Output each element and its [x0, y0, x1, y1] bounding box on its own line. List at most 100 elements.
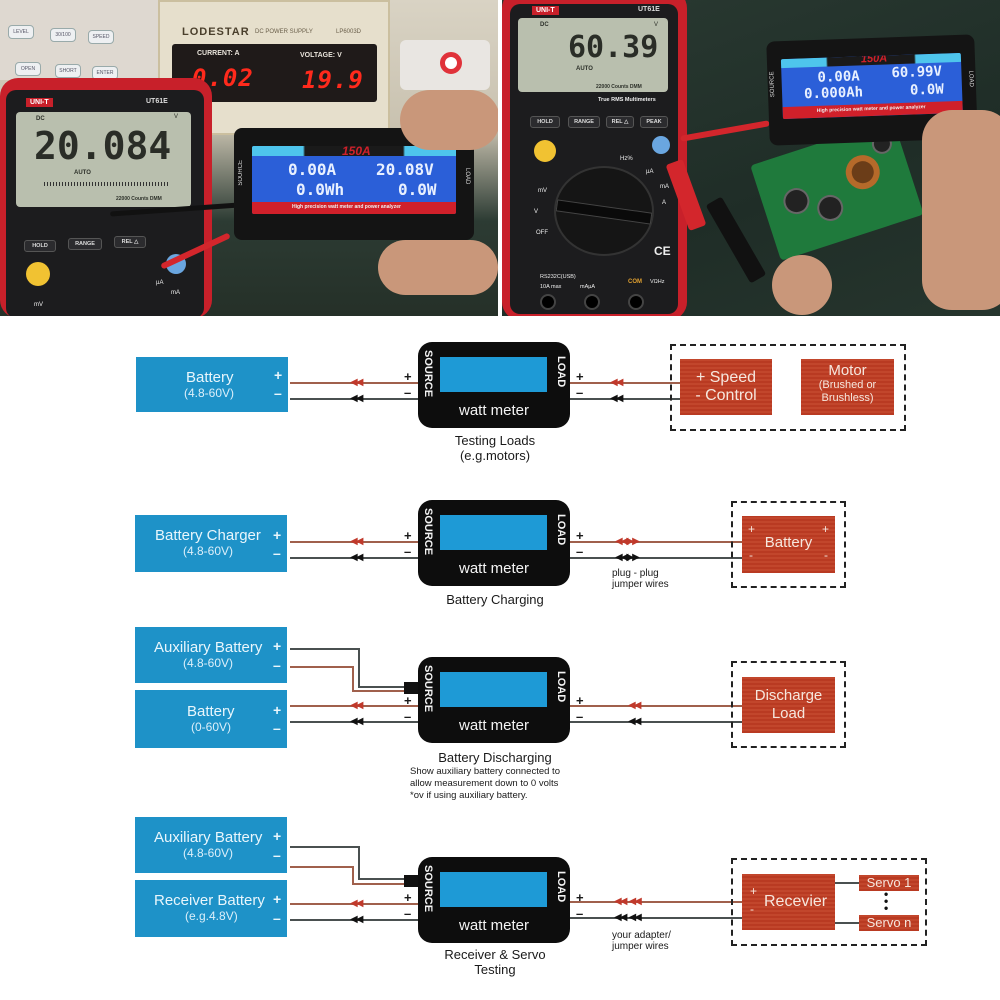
arrow-positive-icon: ◀◀: [350, 700, 363, 711]
wire-negative: [570, 917, 742, 919]
load-side-label: LOAD: [555, 871, 567, 903]
psu-voltage-value: 19.9: [302, 66, 364, 94]
aux-plug: [404, 875, 418, 887]
jack-10a: [540, 294, 556, 310]
caption-line: Battery Discharging: [438, 750, 552, 765]
source-title: Battery: [186, 369, 234, 386]
speed-control-line2: - Control: [695, 387, 757, 404]
arrow-positive-icon: ◀◀: [350, 536, 363, 547]
blue-button: [652, 136, 670, 154]
source-voltage: (e.g.4.8V): [185, 909, 238, 923]
arrow-positive-icon: ◀◀: [350, 898, 363, 909]
load-side-label: LOAD: [555, 671, 567, 703]
peak-button: PEAK: [640, 116, 668, 128]
plus-terminal: +: [274, 367, 283, 383]
plus-terminal: +: [273, 638, 282, 654]
counts-label: 22000 Counts DMM: [596, 84, 642, 90]
hand: [922, 110, 1000, 310]
arrow-negative-icon: ◀◀▶▶: [615, 552, 640, 563]
arrow-positive-icon: ◀◀: [350, 377, 363, 388]
source-voltage: (4.8-60V): [183, 846, 234, 860]
wire-negative: [570, 721, 742, 723]
receiver-title: Recevier: [764, 893, 828, 910]
minus-terminal: –: [273, 910, 281, 926]
jack-ma: [584, 294, 600, 310]
servo-1-box: Servo 1: [859, 875, 919, 891]
dial-label-v: V: [534, 209, 539, 215]
servo-n-wire: [835, 922, 859, 924]
range-label: AUTO: [576, 66, 593, 72]
psu-display: CURRENT: A VOLTAGE: V 0.02 19.9: [172, 44, 377, 102]
wire-positive: [290, 903, 418, 905]
note-line: *ov if using auxiliary battery.: [410, 790, 528, 801]
arrow-positive-icon: ◀◀ ◀◀: [614, 896, 642, 907]
meter-label: watt meter: [458, 560, 530, 577]
aux-plug: [404, 682, 418, 694]
meter-source-plus: +: [404, 369, 412, 384]
watt-meter-lcd: 150A 0.00A 60.99V 0.000Ah 0.0W High prec…: [780, 52, 963, 120]
section-caption: Receiver & Servo Testing: [420, 947, 570, 977]
bargraph: [44, 182, 169, 186]
arrow-negative-icon: ◀◀: [350, 393, 363, 404]
multimeter-lcd: DC V 60.39 AUTO 22000 Counts DMM: [518, 18, 668, 92]
hold-button: HOLD: [530, 116, 560, 128]
motor-box: Motor (Brushed or Brushless): [801, 359, 894, 415]
plus-terminal: +: [273, 828, 282, 844]
arrow-positive-icon: ◀◀: [628, 700, 641, 711]
aux-wire-positive-end: [358, 686, 404, 688]
arrow-positive-icon: ◀◀: [610, 377, 623, 388]
source-side-label: SOURCE: [422, 665, 434, 713]
psu-model: LP6003D: [336, 29, 362, 35]
red-wire: [680, 120, 770, 142]
wire-negative: [570, 557, 742, 559]
capacitor: [813, 191, 847, 225]
source-side-label: SOURCE: [422, 508, 434, 556]
watt-meter-symbol: SOURCE LOAD watt meter: [418, 500, 570, 586]
source-battery-box: Battery (0-60V) + –: [135, 690, 287, 748]
battery-minus-left: -: [749, 548, 753, 562]
multimeter-reading: 60.39: [568, 30, 659, 65]
rel-button: REL △: [606, 116, 634, 128]
arrow-positive-icon: ◀◀▶▶: [615, 536, 640, 547]
load-side-label: LOAD: [555, 356, 567, 388]
meter-load-minus: –: [576, 906, 584, 921]
aux-wire-negative: [290, 866, 354, 868]
meter-source-minus: –: [404, 709, 412, 724]
psu-current-label: CURRENT: A: [197, 50, 240, 57]
multimeter-reading: 20.084: [34, 124, 172, 168]
plus-terminal: +: [273, 891, 282, 907]
multimeter-brand: UNI-T: [532, 6, 559, 15]
section-caption: Battery Charging: [420, 592, 570, 607]
battery-load-title: Battery: [764, 534, 813, 551]
wire-positive: [570, 541, 742, 543]
meter-load-plus: +: [576, 369, 584, 384]
meter-source-plus: +: [404, 528, 412, 543]
note-line: allow measurement down to 0 volts: [410, 778, 559, 789]
current-reading: 0.00A: [288, 160, 337, 179]
receiver-plus: +: [750, 884, 758, 898]
psu-key-level: LEVEL: [8, 25, 34, 39]
plus-terminal: +: [273, 527, 282, 543]
arrow-negative-icon: ◀◀: [350, 914, 363, 925]
inductor-coil: [841, 150, 885, 194]
yellow-button: [534, 140, 556, 162]
hand-bottom: [378, 240, 498, 295]
port-ma: mAµA: [580, 284, 596, 290]
source-side-label: SOURCE: [422, 350, 434, 398]
servo-n-box: Servo n: [859, 915, 919, 931]
psu-voltage-label: VOLTAGE: V: [300, 52, 342, 59]
aux-wire-negative-vertical: [352, 666, 354, 691]
multimeter-lcd: DC V 20.084 AUTO 22000 Counts DMM: [16, 112, 191, 207]
meter-load-minus: –: [576, 709, 584, 724]
section-caption: Battery Discharging: [420, 750, 570, 765]
yellow-button: [26, 262, 50, 286]
aux-wire-positive: [290, 648, 360, 650]
range-button: RANGE: [568, 116, 600, 128]
source-aux-battery-box: Auxiliary Battery (4.8-60V) + –: [135, 817, 287, 873]
hold-button: HOLD: [24, 240, 56, 252]
source-voltage: (4.8-60V): [184, 386, 235, 400]
watt-meter-symbol: SOURCE LOAD watt meter: [418, 857, 570, 943]
port-v: VΩHz: [650, 279, 665, 285]
discharge-note: Show auxiliary battery connected to allo…: [410, 766, 560, 802]
watt-meter-symbol: SOURCE LOAD watt meter: [418, 342, 570, 428]
